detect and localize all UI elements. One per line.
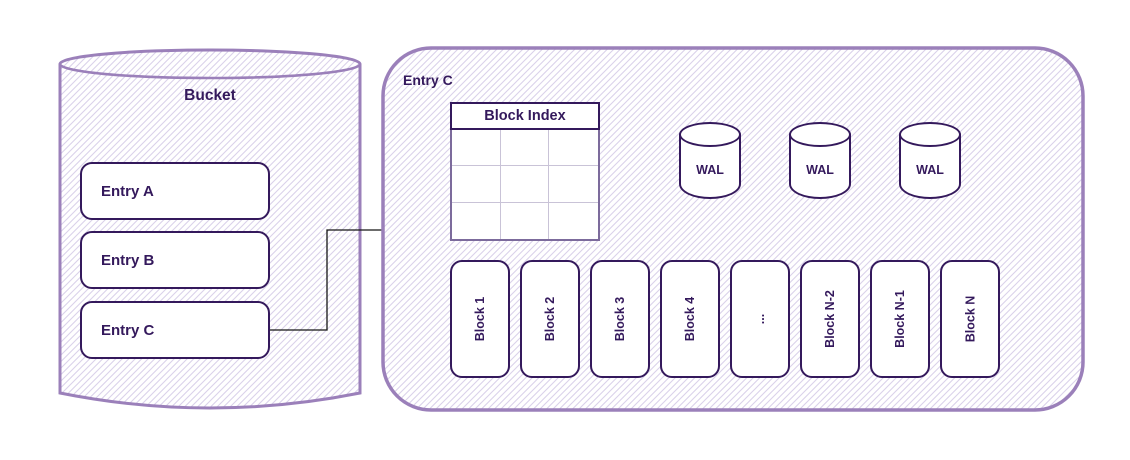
block-index-cell bbox=[549, 166, 598, 203]
bucket-title: Bucket bbox=[184, 87, 236, 104]
block-index-cell bbox=[500, 130, 550, 167]
bucket-rim-arc bbox=[58, 63, 362, 80]
bucket-entry-a: Entry A bbox=[80, 162, 270, 220]
block-index-cell bbox=[452, 202, 501, 239]
block-label: Block N bbox=[962, 295, 977, 343]
block-index-table: Block Index bbox=[450, 102, 600, 241]
block-node-n-2: Block N-2 bbox=[800, 260, 860, 378]
bucket-entry-a-label: Entry A bbox=[101, 182, 154, 200]
wal-cylinder-top-ellipse bbox=[899, 122, 961, 147]
block-index-cell bbox=[549, 130, 598, 167]
block-index-header: Block Index bbox=[450, 102, 600, 130]
block-label: Block N-2 bbox=[823, 290, 837, 348]
bucket-entry-b: Entry B bbox=[80, 231, 270, 289]
block-node-3: Block 3 bbox=[590, 260, 650, 378]
block-node-2: Block 2 bbox=[520, 260, 580, 378]
block-label: Block 1 bbox=[473, 296, 487, 342]
block-label: Block 4 bbox=[683, 296, 697, 342]
block-node-1: Block 1 bbox=[450, 260, 510, 378]
bucket-entry-b-label: Entry B bbox=[101, 251, 155, 269]
bucket-entry-c: Entry C bbox=[80, 301, 270, 359]
block-index-cell bbox=[452, 166, 501, 203]
detail-panel-label: Entry C bbox=[403, 72, 453, 88]
wal-cylinder-3: WAL bbox=[899, 122, 961, 199]
wal-cylinder-1: WAL bbox=[679, 122, 741, 199]
block-index-cell bbox=[501, 202, 550, 239]
block-label: ... bbox=[752, 313, 767, 325]
block-label: Block 3 bbox=[613, 296, 627, 342]
block-label: Block N-1 bbox=[893, 290, 907, 348]
wal-label: WAL bbox=[806, 163, 834, 177]
entry-c-connector-line bbox=[270, 229, 383, 331]
block-index-grid bbox=[450, 130, 600, 241]
wal-label: WAL bbox=[916, 163, 944, 177]
wal-label: WAL bbox=[696, 163, 724, 177]
block-label: Block 2 bbox=[543, 296, 557, 342]
block-node-ellipsis: ... bbox=[730, 260, 790, 378]
bucket-entry-c-label: Entry C bbox=[101, 321, 155, 339]
wal-cylinder-top-ellipse bbox=[679, 122, 741, 147]
block-node-4: Block 4 bbox=[660, 260, 720, 378]
block-node-n: Block N bbox=[940, 260, 1000, 378]
wal-cylinder-top-ellipse bbox=[789, 122, 851, 147]
wal-cylinder-2: WAL bbox=[789, 122, 851, 199]
block-node-n-1: Block N-1 bbox=[870, 260, 930, 378]
block-index-cell bbox=[500, 166, 550, 203]
block-index-cell bbox=[452, 130, 501, 167]
block-index-cell bbox=[549, 203, 598, 239]
